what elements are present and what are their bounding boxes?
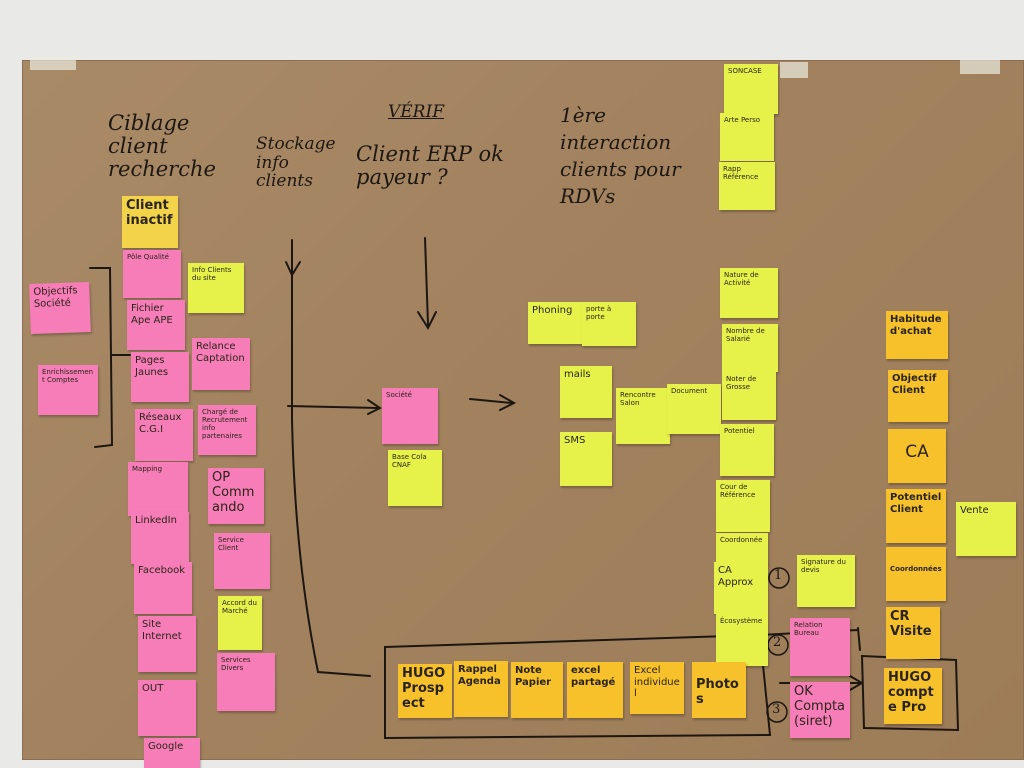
note-lime[interactable]: Cour de Référence [716,480,770,532]
note-objectifs-societe[interactable]: Objectifs Société [29,281,91,335]
note-excel-partage[interactable]: excel partagé [567,662,623,718]
note-pink[interactable]: Relation Bureau [790,618,850,676]
note-note-papier[interactable]: Note Papier [511,662,563,718]
note-pages[interactable]: Pages Jaunes [131,352,189,402]
note-lime[interactable]: Potentiel [720,424,774,476]
heading-verif: VÉRIF [388,102,444,122]
note-objectif-client[interactable]: Objectif Client [888,370,948,422]
note-client-inactif[interactable]: Client inactif [122,196,178,248]
note-linkedin[interactable]: LinkedIn [131,512,189,564]
note-lime[interactable]: Accord du Marché [218,596,262,650]
note-pink[interactable]: Enrichissement Comptes [38,365,98,415]
note-reseaux[interactable]: Réseaux C.G.I [135,409,193,461]
note-lime[interactable]: Info Clients du site [188,263,244,313]
note-hugo-prospect[interactable]: HUGO Prospect [398,664,452,718]
heading-ciblage: Ciblage client recherche [108,111,216,182]
note-lime[interactable]: Arte Perso [720,113,774,161]
note-pink[interactable]: Services Divers [217,653,275,711]
tape-strip [960,60,1000,74]
note-ca-approx[interactable]: CA Approx [714,562,768,614]
note-ok-compta[interactable]: OK Compta (siret) [790,682,850,738]
note-out[interactable]: OUT [138,680,196,736]
note-porte-a-porte[interactable]: porte à porte [582,302,636,346]
heading-verif-text: Client ERP ok payeur ? [356,142,504,190]
note-vente[interactable]: Vente [956,502,1016,556]
note-excel-individuel[interactable]: Excel individuel [630,662,684,714]
note-fichier[interactable]: Fichier Ape APE [127,300,185,350]
note-lime[interactable]: Nature de Activité [720,268,778,318]
note-lime[interactable]: Écosystème [716,614,768,666]
note-mails[interactable]: mails [560,366,612,418]
marker-2: 2 [773,635,782,650]
note-document[interactable]: Document [667,384,721,434]
note-facebook[interactable]: Facebook [134,562,192,614]
note-lime[interactable]: Coordonnée [716,533,768,563]
note-base[interactable]: Base Cola CNAF [388,450,442,506]
note-pink[interactable]: Chargé de Recrutement info partenaires [198,405,256,455]
heading-interaction: 1ère interaction clients pour RDVs [560,103,681,208]
note-coordonnees[interactable]: Coordonnées [886,547,946,601]
note-pink[interactable]: Service Client [214,533,270,589]
note-photos[interactable]: Photos [692,662,746,718]
note-site[interactable]: Site Internet [138,616,196,672]
note-hugo-compte-pro[interactable]: HUGO compte Pro [884,668,942,724]
note-lime[interactable]: Nombre de Salarié [722,324,778,372]
tape-strip [780,62,808,78]
note-habitude[interactable]: Habitude d'achat [886,311,948,359]
note-salon[interactable]: Rencontre Salon [616,388,670,444]
note-societe[interactable]: Société [382,388,438,444]
note-phoning[interactable]: Phoning [528,302,582,344]
note-lime[interactable]: Noter de Grosse [722,372,776,420]
note-google[interactable]: Google [144,738,200,768]
marker-3: 3 [772,702,781,717]
note-ca[interactable]: CA [888,429,946,483]
marker-1: 1 [774,568,783,583]
note-signature[interactable]: Signature du devis [797,555,855,607]
note-op-commando[interactable]: OP Commando [208,468,264,524]
note-potentiel-client[interactable]: Potentiel Client [886,489,946,543]
note-lime[interactable]: Rapp Référence [719,162,775,210]
note-soncase[interactable]: SONCASE [724,64,778,114]
note-mapping[interactable]: Mapping [128,462,188,516]
note-pink[interactable]: Relance Captation [192,338,250,390]
note-rappel-agenda[interactable]: Rappel Agenda [454,661,508,717]
note-cr-visite[interactable]: CR Visite [886,607,940,659]
note-sms[interactable]: SMS [560,432,612,486]
tape-strip [30,56,76,70]
note-pink[interactable]: Pôle Qualité [123,250,181,298]
heading-stockage: Stockage info clients [256,134,336,192]
